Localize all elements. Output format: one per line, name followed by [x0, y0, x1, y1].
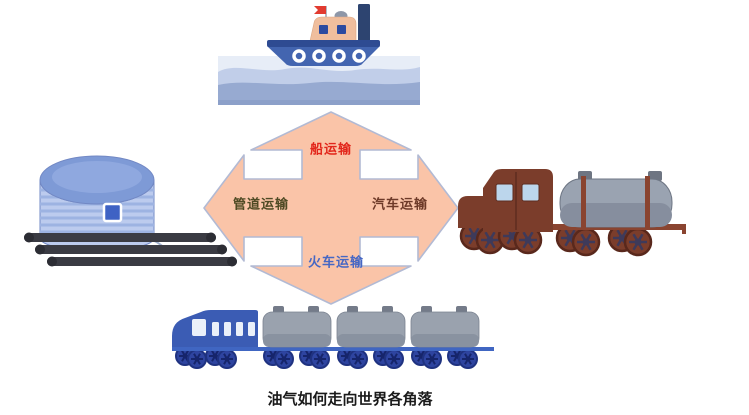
truck-cab — [483, 169, 553, 232]
cabin-window — [319, 25, 328, 34]
porthole — [332, 49, 346, 63]
tank-car — [336, 306, 406, 348]
tank-car — [262, 306, 332, 348]
rail — [172, 347, 494, 351]
loco-window — [236, 322, 243, 336]
porthole — [352, 49, 366, 63]
tanker-post — [645, 176, 650, 230]
tanker-post — [581, 176, 586, 230]
quad-arrow-shape — [203, 111, 459, 305]
deck — [267, 40, 380, 47]
quad-arrow-icon — [203, 111, 459, 305]
flatbed-end — [682, 224, 686, 234]
cabin-window — [337, 25, 346, 34]
label-ship-transport: 船运输 — [309, 142, 353, 158]
truck-window — [521, 183, 540, 202]
diagram-caption: 油气如何走向世界各角落 — [267, 390, 433, 408]
cabin — [309, 16, 357, 42]
ship — [267, 4, 380, 66]
loco-window — [224, 322, 231, 336]
truck-window — [495, 183, 514, 202]
wave-bottom — [218, 100, 420, 105]
ship-icon — [218, 4, 420, 105]
tank-car — [410, 306, 480, 348]
truck-hood — [458, 196, 488, 228]
tanker-truck-icon — [458, 169, 686, 257]
locomotive — [172, 310, 258, 347]
porthole — [292, 49, 306, 63]
label-pipeline-transport: 管道运输 — [232, 197, 290, 213]
tanker-train-icon — [172, 306, 494, 369]
loco-window — [192, 319, 206, 336]
tank-hatch — [102, 202, 123, 223]
loco-window — [248, 322, 255, 336]
label-train-transport: 火车运输 — [307, 255, 365, 271]
chimney — [358, 4, 370, 42]
pipes-icon — [24, 232, 237, 267]
wave-dark — [218, 81, 420, 105]
pipe — [35, 244, 227, 255]
truck-tanker — [559, 171, 673, 230]
porthole — [312, 49, 326, 63]
tank-top-highlight — [52, 161, 142, 193]
flag-icon — [314, 6, 326, 14]
loco-window — [212, 322, 219, 336]
pipe — [24, 232, 216, 243]
label-truck-transport: 汽车运输 — [371, 197, 429, 213]
pipe — [47, 256, 237, 267]
